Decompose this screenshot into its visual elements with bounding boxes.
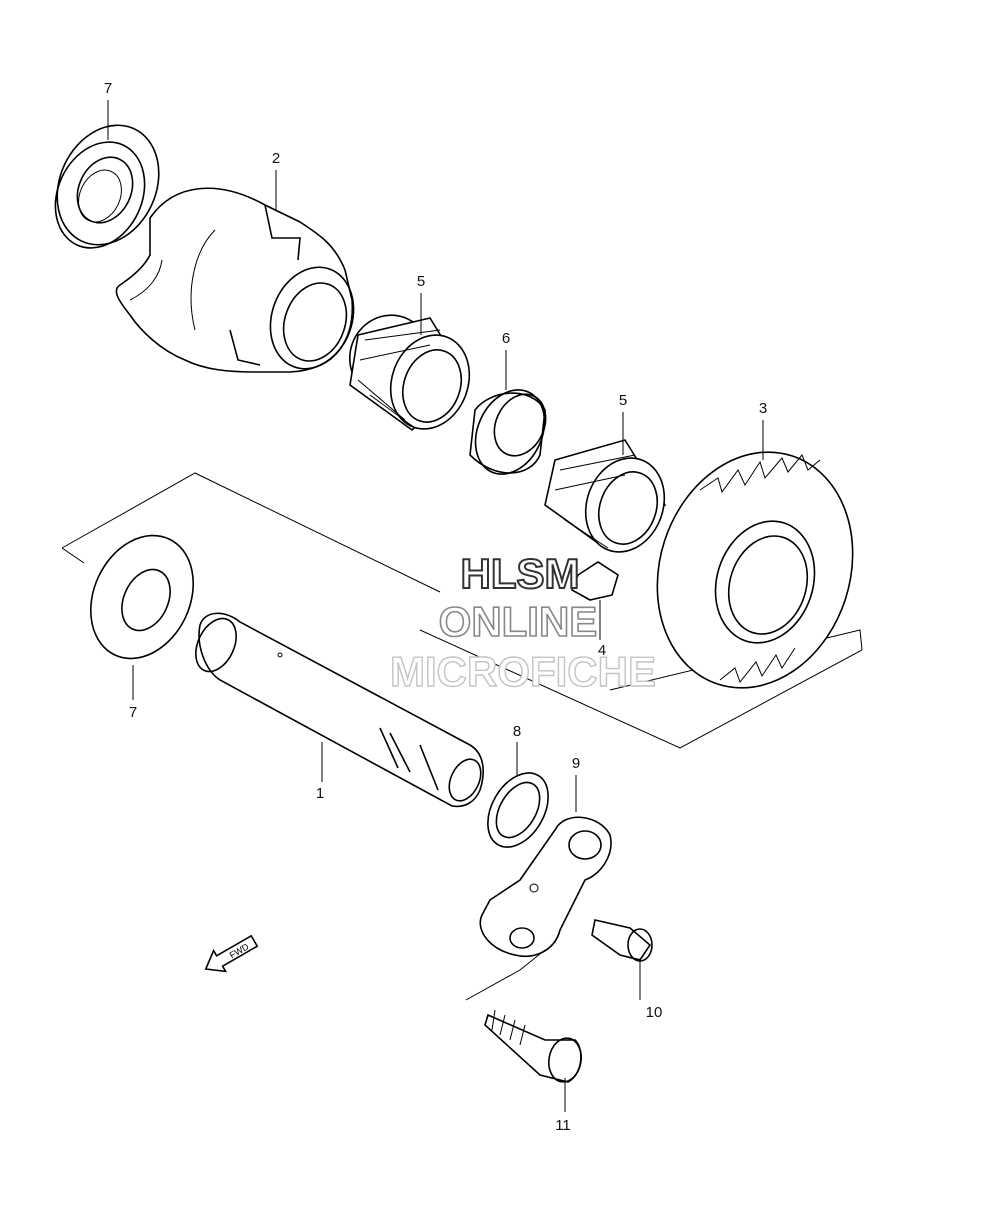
callout-9: 9 <box>572 755 580 772</box>
callout-2: 2 <box>272 150 280 167</box>
part-9-lever[interactable] <box>479 816 612 957</box>
callout-1: 1 <box>316 785 324 802</box>
part-2-shaft-housing[interactable] <box>115 187 367 380</box>
part-7-lower-oil-seal[interactable] <box>71 519 212 676</box>
callout-3: 3 <box>759 400 767 417</box>
watermark-line-3: MICROFICHE <box>390 648 656 695</box>
callout-5-upper: 5 <box>417 273 425 290</box>
callout-6: 6 <box>502 330 510 347</box>
lower-outline <box>465 949 546 1001</box>
watermark-line-2: ONLINE <box>439 598 598 645</box>
callout-4: 4 <box>598 642 606 659</box>
callout-5-lower: 5 <box>619 392 627 409</box>
part-5-lower-needle-bearing[interactable] <box>544 439 677 563</box>
leader-lines <box>107 100 764 1112</box>
callout-8: 8 <box>513 723 521 740</box>
callout-7-upper: 7 <box>104 80 112 97</box>
watermark-line-1: HLSM <box>461 550 580 597</box>
part-4-key[interactable] <box>570 561 619 601</box>
part-10-bolt[interactable] <box>591 919 653 962</box>
callout-10: 10 <box>646 1004 663 1021</box>
part-7-upper-oil-seal[interactable] <box>38 109 177 263</box>
watermark: HLSM ONLINE MICROFICHE <box>389 549 656 696</box>
part-3-gear[interactable] <box>628 427 883 714</box>
part-5-upper-needle-bearing[interactable] <box>338 304 482 440</box>
part-11-bolt[interactable] <box>484 1009 585 1084</box>
fwd-arrow: FWD <box>204 934 259 973</box>
part-6-spacer[interactable] <box>462 379 557 486</box>
assembly-outline <box>61 472 863 749</box>
callout-11: 11 <box>555 1117 571 1134</box>
callout-7-lower: 7 <box>129 704 137 721</box>
part-8-washer[interactable] <box>475 762 560 857</box>
part-1-shaft[interactable] <box>188 612 487 808</box>
